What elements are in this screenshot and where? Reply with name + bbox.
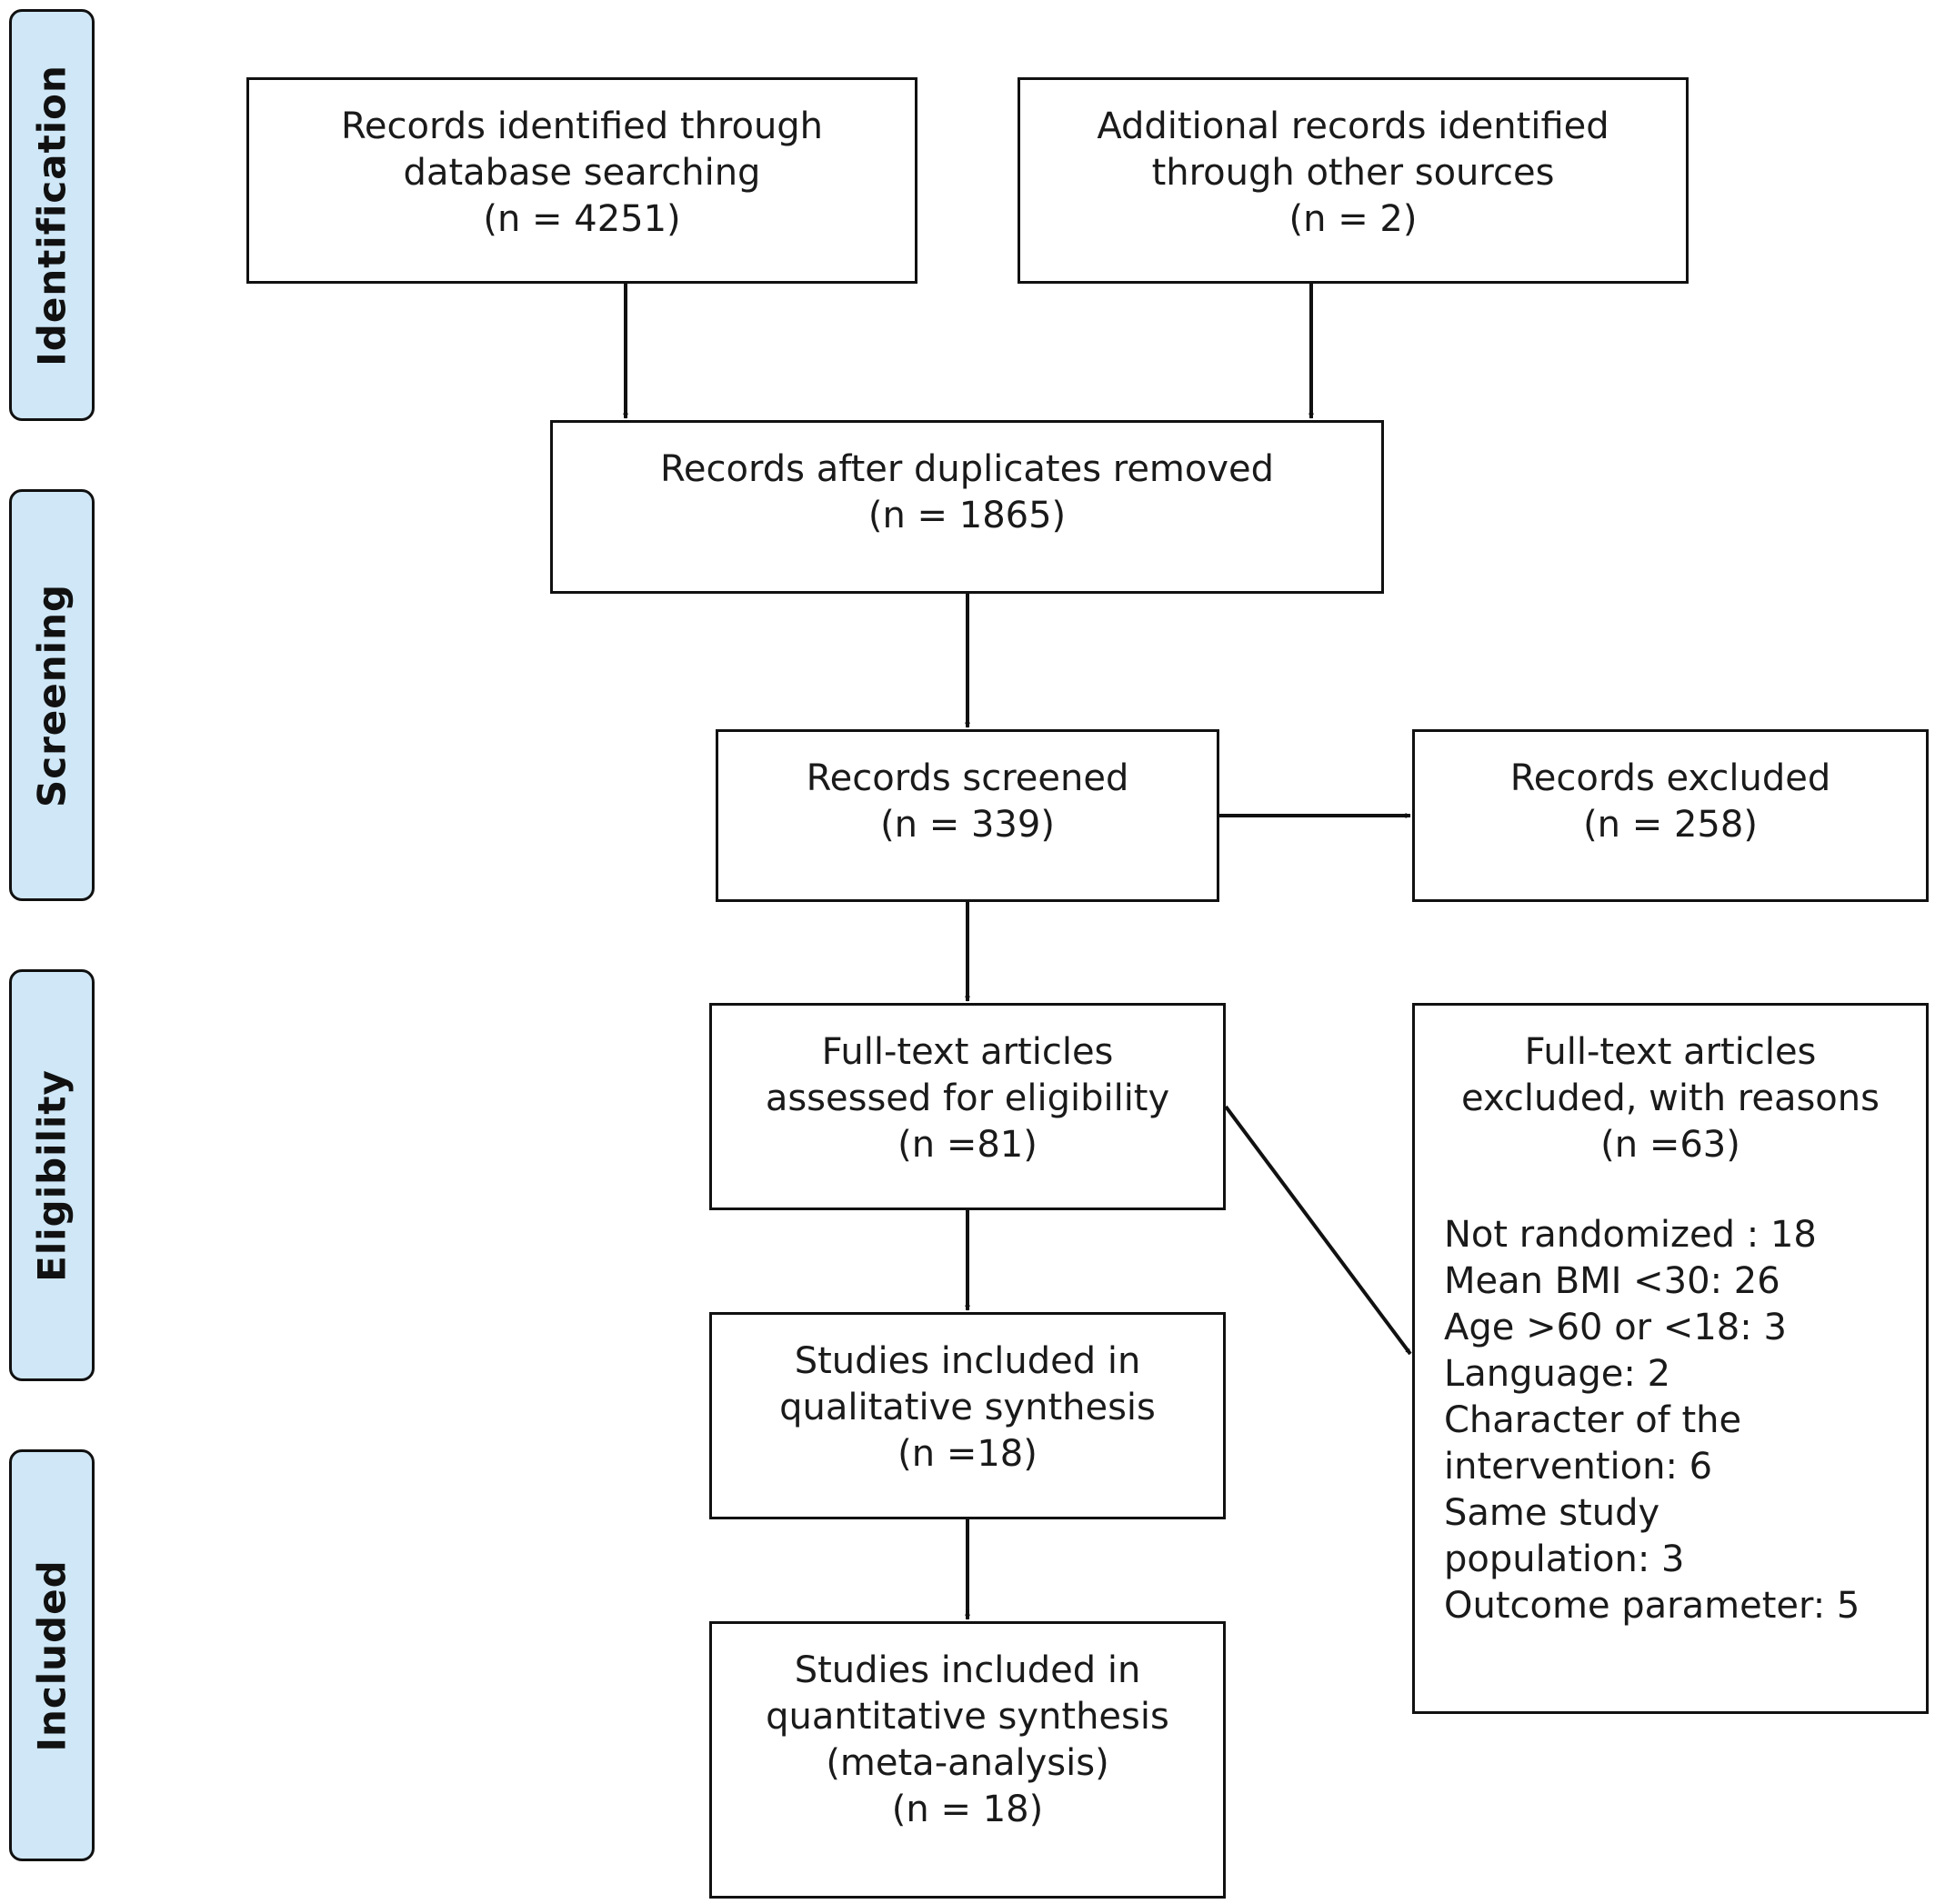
- box-text-line: (n = 1865): [867, 495, 1067, 536]
- box-text-line: through other sources: [1151, 152, 1555, 194]
- box-text-line: excluded, with reasons: [1461, 1077, 1880, 1119]
- exclusion-reason: Language: 2: [1444, 1353, 1671, 1395]
- exclusion-reason: Not randomized : 18: [1444, 1214, 1817, 1256]
- stage-screening: Screening: [9, 489, 95, 901]
- exclusion-reason: intervention: 6: [1444, 1446, 1713, 1488]
- box-records-screened: Records screened (n = 339): [716, 729, 1219, 902]
- exclusion-reason: Character of the: [1444, 1399, 1742, 1441]
- box-text-line: (n =81): [897, 1124, 1038, 1166]
- box-text-line: Records after duplicates removed: [659, 448, 1275, 490]
- box-text-line: (n =63): [1600, 1124, 1740, 1166]
- box-text-line: qualitative synthesis: [779, 1387, 1156, 1428]
- stage-eligibility: Eligibility: [9, 969, 95, 1381]
- arrow-fulltext-to-excluded: [1224, 1105, 1412, 1356]
- box-text-line: Additional records identified: [1097, 105, 1609, 147]
- box-text-line: Full-text articles: [821, 1031, 1114, 1073]
- stage-identification: Identification: [9, 9, 95, 421]
- box-text-line: (n = 4251): [483, 198, 681, 240]
- box-after-duplicates: Records after duplicates removed (n = 18…: [550, 420, 1384, 594]
- box-text-line: (n = 2): [1288, 198, 1418, 240]
- box-fulltext-assessed: Full-text articles assessed for eligibil…: [709, 1003, 1226, 1210]
- box-text-line: database searching: [403, 152, 761, 194]
- box-text-line: (n = 18): [891, 1789, 1044, 1830]
- exclusion-reason: population: 3: [1444, 1538, 1685, 1580]
- box-text-line: Records excluded: [1509, 757, 1831, 799]
- box-quantitative-synthesis: Studies included in quantitative synthes…: [709, 1621, 1226, 1899]
- box-records-excluded: Records excluded (n = 258): [1412, 729, 1929, 902]
- box-text-line: (n =18): [897, 1433, 1038, 1475]
- exclusion-reason: Outcome parameter: 5: [1444, 1585, 1860, 1627]
- box-text-line: Studies included in: [794, 1340, 1141, 1382]
- box-text-line: quantitative synthesis: [766, 1696, 1169, 1738]
- box-text-line: (n = 258): [1583, 804, 1758, 846]
- box-text-line: (meta-analysis): [826, 1742, 1109, 1784]
- box-text-line: Studies included in: [794, 1649, 1141, 1691]
- box-text-line: assessed for eligibility: [765, 1077, 1170, 1119]
- box-qualitative-synthesis: Studies included in qualitative synthesi…: [709, 1312, 1226, 1519]
- exclusion-reason: Same study: [1444, 1492, 1660, 1534]
- box-text-line: Records identified through: [340, 105, 824, 147]
- box-fulltext-excluded: Full-text articles excluded, with reason…: [1412, 1003, 1929, 1714]
- box-text-line: Records screened: [806, 757, 1129, 799]
- exclusion-reason: Mean BMI <30: 26: [1444, 1260, 1780, 1302]
- stage-included: Included: [9, 1449, 95, 1861]
- exclusion-reasons-list: Not randomized : 18 Mean BMI <30: 26 Age…: [1415, 1212, 1926, 1629]
- box-text-line: (n = 339): [880, 804, 1055, 846]
- box-text-line: Full-text articles: [1524, 1031, 1817, 1073]
- box-other-records: Additional records identified through ot…: [1018, 77, 1689, 284]
- box-database-records: Records identified through database sear…: [246, 77, 917, 284]
- exclusion-reason: Age >60 or <18: 3: [1444, 1307, 1787, 1348]
